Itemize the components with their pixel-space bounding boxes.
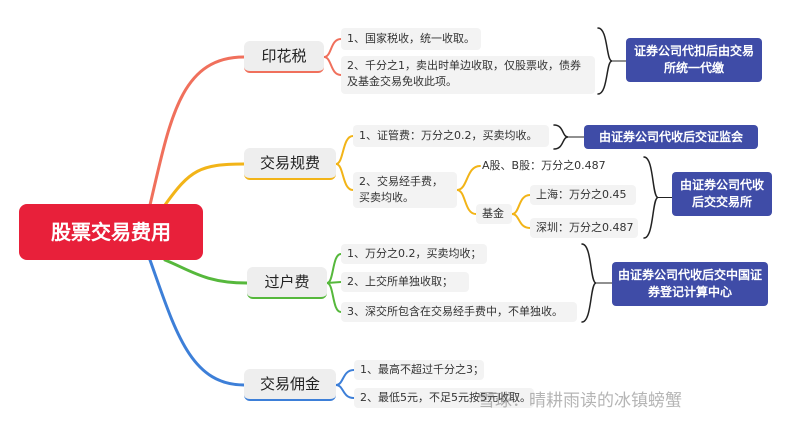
link-fund-sz <box>511 213 531 229</box>
regulatory-item-1: 1、证管费：万分之0.2，买卖均收。 <box>353 125 549 147</box>
link-transfer-1 <box>326 253 342 284</box>
stamp-duty-note: 证券公司代扣后由交易所统一代缴 <box>626 38 762 82</box>
fund-label: 基金 <box>476 204 512 224</box>
transfer-item-3: 3、深交所包含在交易经手费中，不单独收。 <box>341 302 577 322</box>
link-root-transfer <box>163 258 249 285</box>
branch-regulatory-fees[interactable]: 交易规费 <box>244 148 336 180</box>
link-transfer-3 <box>326 282 342 313</box>
link-root-stamp-duty <box>148 55 246 207</box>
link-fund-sh <box>511 194 531 215</box>
link-comm-1 <box>335 369 355 386</box>
branch-commission[interactable]: 交易佣金 <box>244 369 336 401</box>
root-node[interactable]: 股票交易费用 <box>19 204 203 260</box>
regulatory-note: 由证券公司代收后交证监会 <box>584 125 758 149</box>
link-transfer-2 <box>326 281 342 284</box>
brace-stamp-duty <box>597 27 613 95</box>
shenzhen-rate: 深圳：万分之0.487 <box>530 218 638 238</box>
link-reg-2 <box>335 163 354 191</box>
link-stamp-1 <box>323 38 342 58</box>
exchange-fee-note: 由证券公司代收后交交易所 <box>672 172 772 216</box>
link-reg-fund <box>456 189 477 215</box>
transfer-note: 由证券公司代收后交中国证券登记计算中心 <box>612 262 768 306</box>
commission-item-2: 2、最低5元，不足5元按5元收取。 <box>354 388 534 408</box>
regulatory-item-2: 2、交易经手费，买卖均收。 <box>353 172 457 208</box>
branch-transfer-fee[interactable]: 过户费 <box>247 267 327 299</box>
link-root-regulatory <box>163 162 246 207</box>
brace-exchange <box>643 156 659 239</box>
transfer-item-2: 2、上交所单独收取； <box>341 272 469 292</box>
brace-regulatory <box>553 124 569 150</box>
shanghai-rate: 上海：万分之0.45 <box>530 185 636 205</box>
stamp-duty-item-2: 2、千分之1，卖出时单边收取，仅股票收，债券及基金交易免收此项。 <box>341 56 595 94</box>
link-root-commission <box>148 258 246 387</box>
watermark: 雪球：晴耕雨读的冰镇螃蟹 <box>478 391 682 411</box>
branch-stamp-duty[interactable]: 印花税 <box>244 41 324 73</box>
transfer-item-1: 1、万分之0.2，买卖均收； <box>341 244 487 264</box>
commission-item-1: 1、最高不超过千分之3； <box>354 360 484 380</box>
brace-transfer <box>581 243 597 323</box>
link-reg-1 <box>335 135 354 165</box>
link-reg-ab <box>456 165 481 191</box>
stamp-duty-item-1: 1、国家税收，统一收取。 <box>341 28 481 50</box>
link-comm-2 <box>335 384 355 399</box>
link-stamp-2 <box>323 56 342 76</box>
ab-share-rate: A股、B股：万分之0.487 <box>482 159 606 172</box>
